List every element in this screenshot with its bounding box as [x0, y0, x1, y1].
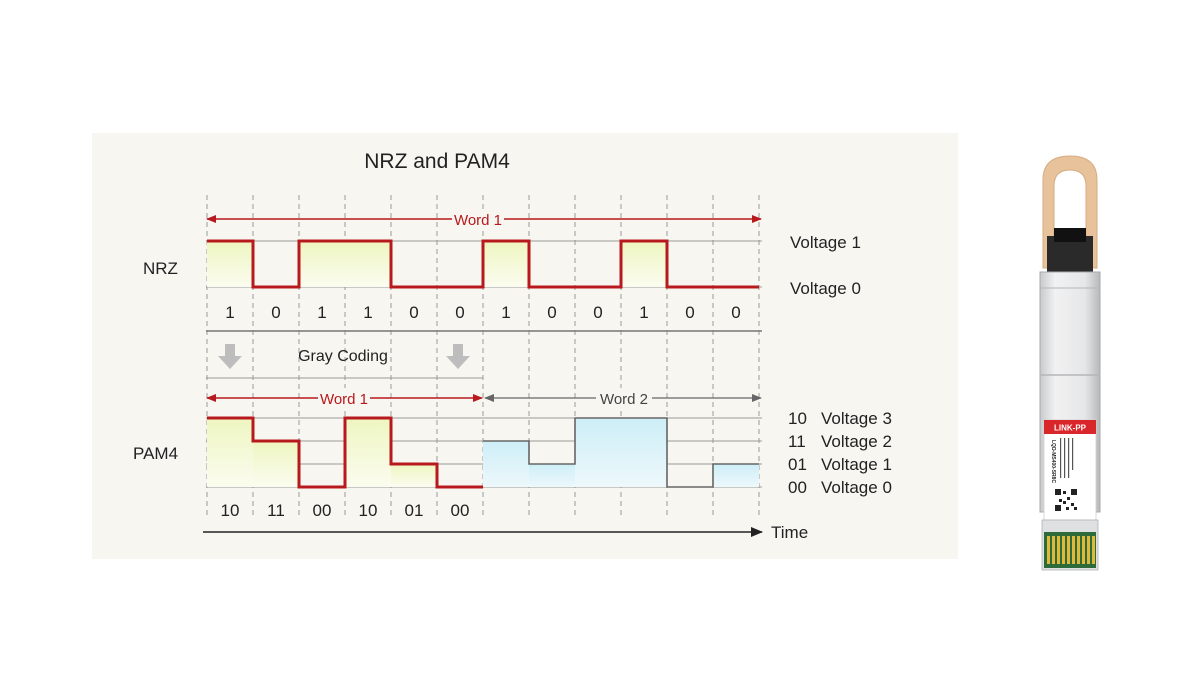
gray-coding-section: Gray Coding [206, 344, 483, 379]
nrz-word-label: Word 1 [454, 212, 502, 229]
nrz-bit-label: 0 [271, 303, 280, 322]
diagram-title: NRZ and PAM4 [364, 150, 510, 173]
pam4-word2-fill [575, 418, 621, 487]
pam4-level-fill [345, 418, 391, 487]
pam4-word2-waveform [483, 417, 759, 488]
pam4-symbol-label: 00 [451, 501, 470, 520]
connector-pin [1072, 536, 1075, 564]
brand-logo: LINK-PP [1054, 424, 1087, 433]
connector-pin [1052, 536, 1055, 564]
pam4-word1-label: Word 1 [320, 391, 368, 408]
nrz-bit-label: 0 [593, 303, 602, 322]
nrz-high-fill [345, 241, 391, 287]
connector-pin [1067, 536, 1070, 564]
pam4-word2-fill [713, 464, 759, 487]
pam4-level-fill [253, 441, 299, 487]
pam4-level-code: 11 [788, 432, 806, 451]
pam4-word1-waveform [207, 416, 483, 489]
nrz-bit-label: 0 [685, 303, 694, 322]
nrz-high-fill [299, 241, 345, 287]
pam4-symbol-label: 01 [405, 501, 424, 520]
pam4-level-name: Voltage 1 [821, 455, 892, 474]
pam4-level-name: Voltage 0 [821, 478, 892, 497]
transceiver-module: LINK-PP LQD-MS400-SR8C [1039, 155, 1101, 571]
nrz-bit-label: 1 [317, 303, 326, 322]
qr-code-icon [1054, 488, 1078, 512]
down-arrow-icon [446, 344, 470, 369]
nrz-voltage-0-label: Voltage 0 [790, 279, 861, 298]
connector-pin [1062, 536, 1065, 564]
connector-pin [1082, 536, 1085, 564]
nrz-label: NRZ [143, 259, 178, 278]
pam4-symbol-label: 00 [313, 501, 332, 520]
pam4-word2-label: Word 2 [600, 391, 648, 408]
pam4-symbol-label: 11 [267, 501, 285, 520]
pam4-word2-fill [529, 464, 575, 487]
nrz-high-fill [207, 241, 253, 287]
connector-pin [1057, 536, 1060, 564]
pam4-level-name: Voltage 3 [821, 409, 892, 428]
pam4-symbol-label: 10 [359, 501, 378, 520]
nrz-waveform [207, 239, 759, 289]
pam4-level-name: Voltage 2 [821, 432, 892, 451]
connector-pin [1077, 536, 1080, 564]
nrz-high-fill [483, 241, 529, 287]
connector-pin [1087, 536, 1090, 564]
connector-pin [1047, 536, 1050, 564]
pam4-level-code: 01 [788, 455, 807, 474]
gray-coding-label: Gray Coding [298, 348, 388, 365]
nrz-bit-label: 0 [455, 303, 464, 322]
nrz-bit-label: 1 [639, 303, 648, 322]
nrz-bit-label: 1 [225, 303, 234, 322]
diagram-panel [92, 133, 958, 559]
pam4-level-fill [391, 464, 437, 487]
pam4-word2-fill [483, 441, 529, 487]
pam4-level-code: 00 [788, 478, 807, 497]
nrz-bit-label: 0 [409, 303, 418, 322]
nrz-voltage-1-label: Voltage 1 [790, 233, 861, 252]
module-model: LQD-MS400-SR8C [1050, 440, 1056, 483]
nrz-high-fill [621, 241, 667, 287]
nrz-bit-label: 0 [731, 303, 740, 322]
nrz-bit-label: 0 [547, 303, 556, 322]
down-arrow-icon [218, 344, 242, 369]
time-label: Time [771, 523, 808, 542]
nrz-section: Word 1 1 0 1 1 0 0 1 0 0 1 0 0 NRZ Voltage 1 Voltag… [143, 209, 861, 332]
pam4-word2-fill [621, 418, 667, 487]
connector-pin [1092, 536, 1095, 564]
pam4-symbol-label: 10 [221, 501, 240, 520]
pam4-level-fill [207, 418, 253, 487]
nrz-bit-label: 1 [501, 303, 510, 322]
pam4-label: PAM4 [133, 444, 178, 463]
pam4-level-code: 10 [788, 409, 807, 428]
nrz-bit-label: 1 [363, 303, 372, 322]
